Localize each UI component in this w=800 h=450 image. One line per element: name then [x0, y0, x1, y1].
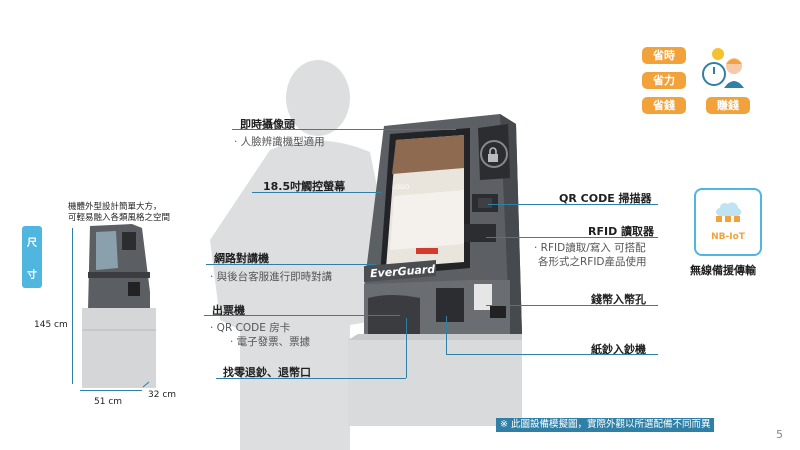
page-number: 5 [776, 428, 783, 441]
ticket-sub-1: · QR CODE 房卡 [210, 322, 291, 334]
depth-label: 32 cm [148, 390, 177, 400]
stopwatch-person-icon [702, 48, 744, 88]
badge-earn-money: 賺錢 [706, 97, 750, 114]
dimension-tab: 尺 寸 [22, 226, 42, 288]
small-kiosk-image [82, 224, 156, 388]
width-dimension-line [80, 390, 142, 391]
disclaimer: ※ 此圖設備模擬圖，實際外觀以所選配備不同而異 [496, 418, 715, 432]
coin-line [486, 305, 658, 306]
screen-logo: LOGO [392, 184, 410, 191]
dimension-tab-char2: 寸 [27, 270, 37, 281]
small-kiosk-caption-1: 機體外型設計簡單大方， [68, 202, 162, 212]
height-label: 145 cm [34, 320, 68, 330]
ticket-line [204, 315, 400, 316]
change-line-vertical [406, 318, 407, 378]
width-label: 51 cm [94, 397, 123, 407]
rfid-sub-1: · RFID讀取/寫入 可搭配 [534, 242, 646, 254]
change-label: 找零退鈔、退幣口 [223, 366, 311, 379]
height-dimension-line [72, 228, 73, 384]
camera-line [232, 129, 456, 130]
coin-label: 錢幣入幣孔 [591, 293, 646, 306]
main-kiosk-image [348, 114, 522, 426]
rfid-sub-2: 各形式之RFID產品使用 [538, 256, 647, 268]
camera-label: 即時攝像頭 [240, 118, 295, 131]
intercom-sub: · 與後台客服進行即時對講 [210, 271, 333, 283]
rfid-label: RFID 讀取器 [588, 225, 655, 238]
bill-line [446, 354, 658, 355]
touchscreen-label: 18.5吋觸控螢幕 [263, 180, 346, 193]
change-line [216, 378, 406, 379]
badge-save-time: 省時 [642, 47, 686, 64]
badge-save-money: 省錢 [642, 97, 686, 114]
dimension-tab-char1: 尺 [27, 238, 37, 249]
touchscreen-line [252, 192, 382, 193]
nbiot-box: NB-IoT [694, 188, 762, 256]
qr-line [488, 204, 658, 205]
ticket-sub-2: · 電子發票、票據 [230, 336, 311, 348]
bill-label: 紙鈔入鈔機 [591, 343, 646, 356]
rfid-line [486, 237, 658, 238]
person-silhouette [210, 60, 390, 450]
lock-icon [485, 147, 501, 163]
ticket-label: 出票機 [212, 304, 245, 317]
nbiot-label: NB-IoT [711, 232, 745, 242]
small-kiosk-caption-2: 可輕易融入各類風格之空間 [68, 213, 171, 223]
network-icon [716, 202, 742, 222]
intercom-line [206, 264, 376, 265]
qr-label: QR CODE 掃描器 [559, 192, 652, 205]
camera-sub: · 人臉辨識機型適用 [234, 136, 325, 148]
nbiot-caption: 無線備援傳輸 [690, 264, 756, 277]
intercom-label: 網路對講機 [214, 252, 269, 265]
bill-line-vertical [446, 316, 447, 354]
badge-save-effort: 省力 [642, 72, 686, 89]
